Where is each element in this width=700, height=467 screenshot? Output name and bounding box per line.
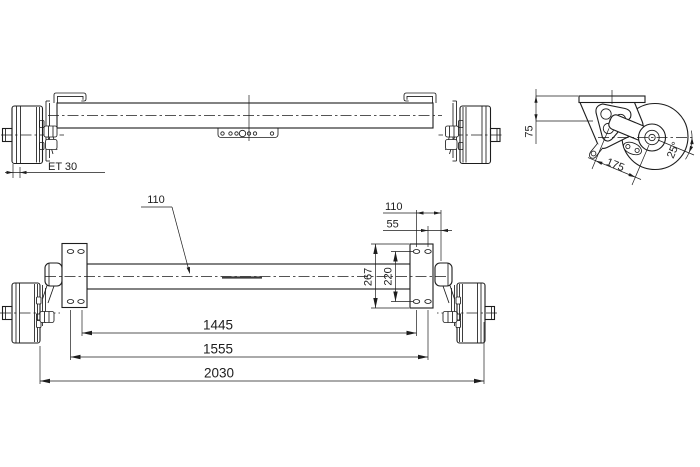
section-view: 75 175 25° (524, 89, 695, 186)
beam-top-bracket-left (53, 92, 87, 104)
dim-1445: 1445 (203, 318, 233, 333)
dim-et30: ET 30 (48, 161, 77, 173)
dim-110: 110 (385, 201, 403, 213)
dim-267: 267 (363, 268, 375, 286)
wheel-assembly-plan-left (0, 262, 63, 344)
wheel-assembly-front-left (0, 100, 65, 165)
dim-220: 220 (383, 267, 395, 285)
dim-2030: 2030 (204, 366, 234, 381)
plan-view: 110 110 55 267 220 1445 15 (0, 194, 498, 384)
mounting-plate-right (409, 243, 434, 309)
bolt-flange (623, 141, 642, 156)
dim-tube-callout: 110 (147, 194, 165, 206)
front-view: ET 30 (0, 92, 503, 178)
dim-1555: 1555 (203, 342, 233, 357)
mounting-plate-left (61, 242, 88, 309)
dim-75: 75 (524, 125, 536, 137)
wheel-assembly-front-right (437, 100, 503, 165)
dim-25deg: 25° (665, 140, 683, 160)
cable-holder (217, 127, 279, 138)
dim-55: 55 (387, 219, 399, 231)
wheel-assembly-plan-right (434, 262, 498, 344)
beam-top-bracket-right (403, 92, 437, 104)
